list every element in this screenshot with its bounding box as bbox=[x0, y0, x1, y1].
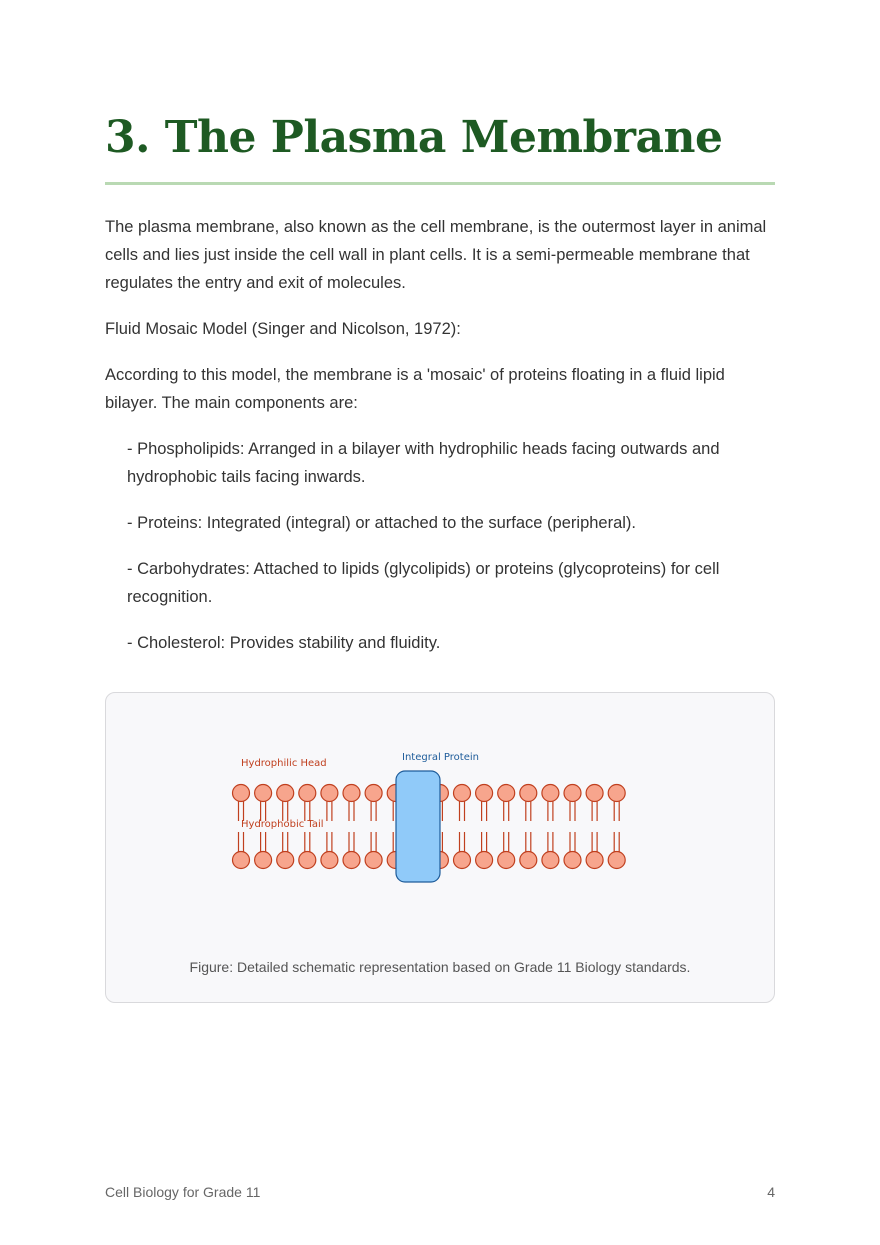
model-description: According to this model, the membrane is… bbox=[105, 366, 725, 412]
phosphate-head bbox=[475, 783, 494, 803]
phosphate-head bbox=[276, 783, 295, 803]
integral-protein-label: Integral Protein bbox=[402, 752, 479, 763]
list-item: - Carbohydrates: Attached to lipids (gly… bbox=[127, 560, 720, 606]
phosphate-head bbox=[497, 850, 516, 870]
figure-box: Hydrophilic Head Hydrophobic Tail Integr… bbox=[105, 692, 775, 1003]
phospholipid bbox=[276, 783, 295, 870]
list-item: - Phospholipids: Arranged in a bilayer w… bbox=[127, 440, 720, 486]
phospholipid bbox=[585, 783, 604, 870]
phosphate-head bbox=[475, 850, 494, 870]
integral-protein bbox=[395, 770, 441, 883]
hydrophobic-tail-label: Hydrophobic Tail bbox=[241, 819, 324, 830]
phosphate-head bbox=[585, 783, 604, 803]
title-divider bbox=[105, 182, 775, 185]
phosphate-head bbox=[541, 783, 560, 803]
phosphate-head bbox=[231, 783, 251, 803]
phosphate-head bbox=[519, 850, 538, 870]
phosphate-head bbox=[607, 783, 626, 803]
phosphate-head bbox=[563, 850, 582, 870]
phosphate-head bbox=[364, 850, 383, 870]
phospholipid bbox=[364, 783, 383, 870]
phospholipid bbox=[342, 783, 361, 870]
phospholipid bbox=[541, 783, 560, 870]
phosphate-head bbox=[541, 850, 560, 870]
body-text: The plasma membrane, also known as the c… bbox=[105, 213, 775, 675]
phosphate-head bbox=[276, 850, 295, 870]
phosphate-head bbox=[298, 783, 317, 803]
phosphate-head bbox=[585, 850, 604, 870]
phospholipid bbox=[519, 783, 538, 870]
figure-caption: Figure: Detailed schematic representatio… bbox=[189, 959, 691, 975]
phosphate-head bbox=[320, 783, 339, 803]
phospholipid bbox=[254, 783, 273, 870]
phosphate-head bbox=[298, 850, 317, 870]
footer-book-title: Cell Biology for Grade 11 bbox=[105, 1184, 261, 1200]
phosphate-head bbox=[320, 850, 339, 870]
phosphate-head bbox=[519, 783, 538, 803]
phospholipid bbox=[452, 783, 472, 870]
phosphate-head bbox=[342, 783, 361, 803]
phospholipid bbox=[563, 783, 582, 870]
hydrophilic-head-label: Hydrophilic Head bbox=[241, 758, 327, 769]
phospholipid bbox=[231, 783, 251, 870]
phospholipid bbox=[298, 783, 317, 870]
phospholipid bbox=[607, 783, 626, 870]
phosphate-head bbox=[342, 850, 361, 870]
phosphate-head bbox=[254, 783, 273, 803]
page-title: 3. The Plasma Membrane bbox=[105, 112, 723, 163]
phosphate-head bbox=[254, 850, 273, 870]
phosphate-head bbox=[452, 850, 472, 870]
phosphate-head bbox=[497, 783, 516, 803]
phosphate-head bbox=[231, 850, 251, 870]
list-item: - Proteins: Integrated (integral) or att… bbox=[127, 514, 637, 532]
phospholipid bbox=[475, 783, 494, 870]
phosphate-head bbox=[563, 783, 582, 803]
phospholipid bbox=[497, 783, 516, 870]
model-title: Fluid Mosaic Model (Singer and Nicolson,… bbox=[105, 320, 461, 338]
footer-page-number: 4 bbox=[767, 1184, 775, 1200]
phospholipid bbox=[320, 783, 339, 870]
intro-paragraph: The plasma membrane, also known as the c… bbox=[105, 218, 767, 292]
membrane-diagram: Hydrophilic Head Hydrophobic Tail Integr… bbox=[231, 752, 626, 883]
phosphate-head bbox=[364, 783, 383, 803]
phosphate-head bbox=[607, 850, 626, 870]
phosphate-head bbox=[452, 783, 472, 803]
list-item: - Cholesterol: Provides stability and fl… bbox=[127, 634, 441, 652]
components-list: - Phospholipids: Arranged in a bilayer w… bbox=[105, 435, 775, 657]
